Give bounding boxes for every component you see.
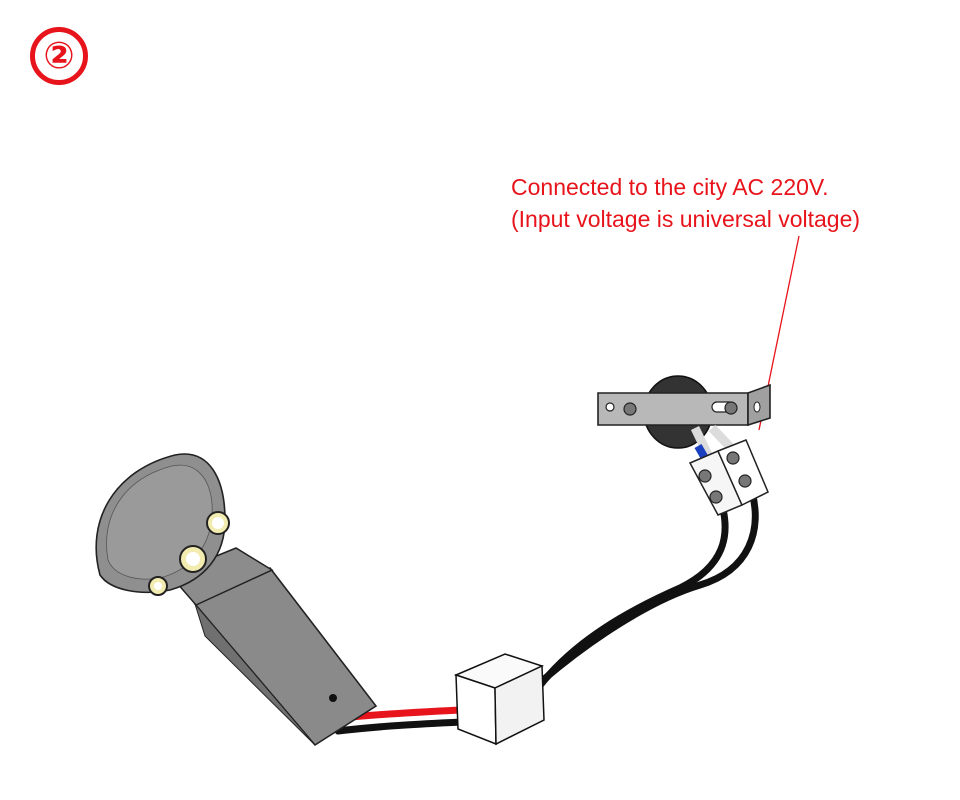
callout-line-2: (Input voltage is universal voltage) [511, 206, 861, 232]
callout-line-1: Connected to the city AC 220V. [511, 174, 829, 200]
led-lamp-icon [95, 453, 378, 747]
terminal-block-icon [688, 439, 769, 516]
step-number-badge: ② [30, 27, 88, 85]
ac-input-callout: Connected to the city AC 220V. (Input vo… [511, 171, 860, 235]
junction-box-icon [453, 653, 545, 746]
led-chip-icon [148, 511, 230, 596]
supply-cable-icon [534, 488, 759, 692]
mounting-bracket-icon [597, 375, 771, 449]
